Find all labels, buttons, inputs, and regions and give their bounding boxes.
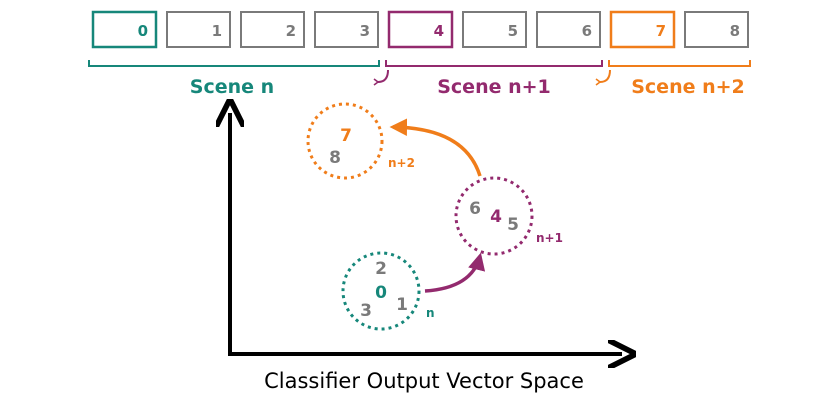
cluster-member: 5 [507, 215, 519, 235]
scene-n-bracket [88, 60, 380, 67]
frame-2: 2 [240, 11, 305, 48]
axis-label: Classifier Output Vector Space [264, 369, 584, 393]
frame-number: 1 [212, 22, 222, 40]
scene-n-label: Scene n [190, 76, 274, 98]
frame-1: 1 [166, 11, 231, 48]
frame-5: 5 [462, 11, 527, 48]
overlap-hook-icon [599, 69, 611, 83]
cluster-member: 8 [329, 148, 341, 168]
cluster-key-frame: 7 [340, 126, 352, 146]
cluster-tag: n+1 [536, 231, 563, 245]
overlap-hook-icon [595, 78, 602, 86]
overlap-hook-icon [377, 69, 389, 83]
frame-number: 7 [656, 22, 666, 40]
frame-3: 3 [314, 11, 379, 48]
frame-strip: 0 1 2 3 4 5 6 7 [91, 10, 749, 49]
cluster-n1: 4 6 5 n+1 [454, 176, 563, 256]
cluster-member: 3 [360, 301, 372, 321]
overlap-hook-icon [373, 78, 380, 86]
cluster-tag: n+2 [388, 156, 415, 170]
frame-6: 6 [536, 11, 601, 48]
frame-number: 3 [360, 22, 370, 40]
frame-number: 6 [582, 22, 592, 40]
frame-4: 4 [387, 10, 454, 49]
frame-number: 2 [286, 22, 296, 40]
transition-arrow-n1-to-n2 [389, 118, 482, 177]
cluster-member: 1 [396, 295, 408, 315]
frame-8: 8 [684, 11, 749, 48]
frame-0: 0 [91, 10, 158, 49]
cluster-key-frame: 0 [375, 283, 387, 303]
cluster-tag: n [426, 306, 435, 320]
frame-number: 0 [138, 22, 148, 40]
scene-n1-bracket [385, 60, 603, 67]
cluster-n2: 7 8 n+2 [306, 102, 415, 180]
cluster-member: 2 [375, 259, 387, 279]
frame-number: 4 [434, 22, 444, 40]
cluster-n: 0 2 3 1 n [341, 251, 435, 331]
frame-number: 8 [730, 22, 740, 40]
cluster-member: 6 [469, 199, 481, 219]
scene-n2-bracket [608, 60, 751, 67]
transition-arrow-n-to-n1 [424, 252, 486, 293]
frame-7: 7 [609, 10, 676, 49]
scene-n1-label: Scene n+1 [437, 76, 551, 98]
scene-n2-label: Scene n+2 [631, 76, 745, 98]
cluster-key-frame: 4 [490, 207, 502, 227]
frame-number: 5 [508, 22, 518, 40]
